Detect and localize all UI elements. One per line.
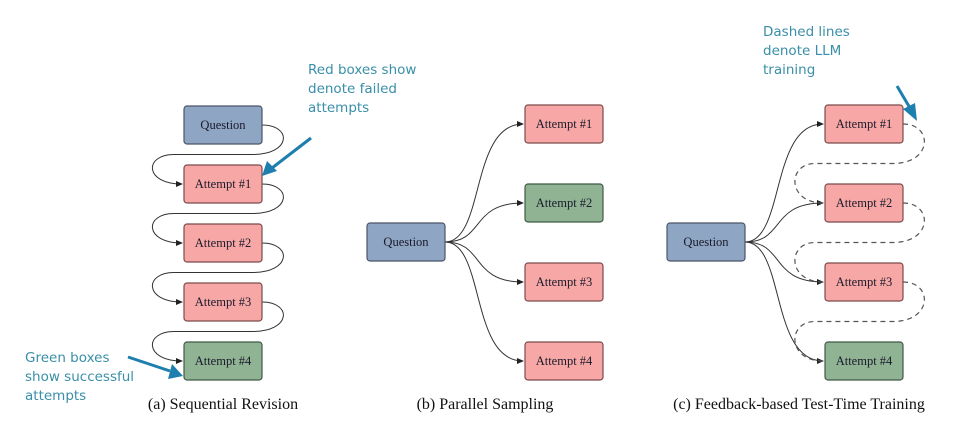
- panel-c-training-edge-1: [794, 123, 925, 204]
- panel-c-attempt-1-box: Attempt #1: [824, 104, 904, 144]
- annotation-red-line-3: attempts: [308, 100, 369, 116]
- panel-c-training-edge-3: [794, 281, 925, 362]
- annotation-green-line-3: attempts: [25, 388, 86, 404]
- caption-c: (c) Feedback-based Test-Time Training: [673, 396, 925, 413]
- annotation-red-line-1: Red boxes show: [308, 62, 416, 78]
- panel-c-question-box-rect: [666, 222, 746, 262]
- panel-a-question-box-label: Question: [200, 118, 246, 132]
- panel-b-edge-4: [444, 241, 524, 364]
- panel-c-attempt-1-box-rect: [824, 104, 904, 144]
- annotation-red-boxes: Red boxes show denote failed attempts: [262, 62, 416, 176]
- panel-c-edge-1: [744, 121, 824, 243]
- panel-b-attempt-1-box: Attempt #1: [524, 104, 604, 144]
- panel-a-attempt-1-box: Attempt #1: [183, 164, 263, 204]
- panel-b-attempt-2-box-rect: [524, 183, 604, 223]
- panel-a-attempt-2-box-rect: [183, 223, 263, 263]
- panel-c-attempt-3-box-label: Attempt #3: [836, 275, 893, 289]
- callout-arrow-green: [127, 355, 171, 373]
- callout-arrowhead-red-icon: [262, 161, 277, 176]
- panel-c-attempt-3-box-rect: [824, 262, 904, 302]
- panel-a-attempt-2-box: Attempt #2: [183, 223, 263, 263]
- panel-c-attempt-4-box-label: Attempt #4: [836, 354, 893, 368]
- annotation-red-line-2: denote failed: [308, 81, 397, 97]
- caption-a: (a) Sequential Revision: [148, 396, 298, 413]
- panel-c-attempt-3-box: Attempt #3: [824, 262, 904, 302]
- panel-c-training-edge-2: [794, 202, 925, 283]
- panel-a-attempt-4-box: Attempt #4: [183, 341, 263, 381]
- annotation-dashed-line-1: Dashed lines: [763, 24, 850, 40]
- callout-arrow-red: [271, 136, 312, 170]
- panel-b-attempt-4-box-rect: [524, 341, 604, 381]
- callout-arrowhead-green-icon: [168, 364, 183, 379]
- annotation-dashed-line-2: denote LLM: [763, 43, 841, 59]
- callout-arrow-dashed: [895, 85, 912, 109]
- annotation-dashed-line-3: training: [763, 62, 815, 78]
- annotation-green-line-2: show successful: [25, 369, 134, 385]
- panel-c-attempt-4-box-rect: [824, 341, 904, 381]
- panel-b-attempt-3-box-label: Attempt #3: [536, 275, 593, 289]
- annotation-green-boxes: Green boxes show successful attempts: [25, 350, 183, 404]
- callout-arrowhead-dashed-icon: [903, 103, 917, 121]
- panel-c-edge-4: [744, 241, 824, 364]
- panel-b-attempt-3-box-rect: [524, 262, 604, 302]
- panel-b-question-box-label: Question: [383, 235, 429, 249]
- panel-a-attempt-3-box: Attempt #3: [183, 282, 263, 322]
- panel-b-attempt-1-box-rect: [524, 104, 604, 144]
- panel-b-edge-1: [444, 121, 524, 243]
- panel-c-attempt-2-box-label: Attempt #2: [836, 196, 893, 210]
- panel-b-edge-3: [444, 241, 524, 285]
- panel-b-question-box: Question: [366, 222, 446, 262]
- edges: [152, 121, 925, 364]
- panel-a-question-box-rect: [183, 105, 263, 145]
- panel-c-attempt-4-box: Attempt #4: [824, 341, 904, 381]
- panel-b-attempt-2-box-label: Attempt #2: [536, 196, 593, 210]
- panel-a-edge-3: [152, 242, 284, 305]
- panel-a-attempt-1-box-label: Attempt #1: [195, 177, 252, 191]
- panel-b-attempt-4-box: Attempt #4: [524, 341, 604, 381]
- panel-c-attempt-2-box-rect: [824, 183, 904, 223]
- annotation-green-line-1: Green boxes: [25, 350, 110, 366]
- panel-b-attempt-1-box-label: Attempt #1: [536, 117, 593, 131]
- panel-c-attempt-1-box-label: Attempt #1: [836, 117, 893, 131]
- panel-a-question-box: Question: [183, 105, 263, 145]
- panel-c-edge-2: [744, 200, 824, 243]
- annotation-dashed-lines: Dashed lines denote LLM training: [763, 24, 917, 121]
- panel-a-attempt-4-box-rect: [183, 341, 263, 381]
- panel-a-attempt-2-box-label: Attempt #2: [195, 236, 252, 250]
- panel-c-question-box-label: Question: [683, 235, 729, 249]
- panel-b-edge-2: [444, 200, 524, 243]
- panel-a-edge-4: [152, 301, 284, 364]
- panel-a-attempt-4-box-label: Attempt #4: [195, 354, 252, 368]
- panel-b-question-box-rect: [366, 222, 446, 262]
- panel-c-edge-3: [744, 241, 824, 285]
- panel-a-edge-2: [152, 183, 284, 246]
- panel-c-attempt-2-box: Attempt #2: [824, 183, 904, 223]
- panel-b-attempt-4-box-label: Attempt #4: [536, 354, 593, 368]
- panel-a-attempt-1-box-rect: [183, 164, 263, 204]
- caption-b: (b) Parallel Sampling: [417, 396, 554, 413]
- panel-a-attempt-3-box-label: Attempt #3: [195, 295, 252, 309]
- panel-c-question-box: Question: [666, 222, 746, 262]
- panel-a-attempt-3-box-rect: [183, 282, 263, 322]
- panel-b-attempt-2-box: Attempt #2: [524, 183, 604, 223]
- panel-a-edge-1: [152, 124, 284, 187]
- panel-b-attempt-3-box: Attempt #3: [524, 262, 604, 302]
